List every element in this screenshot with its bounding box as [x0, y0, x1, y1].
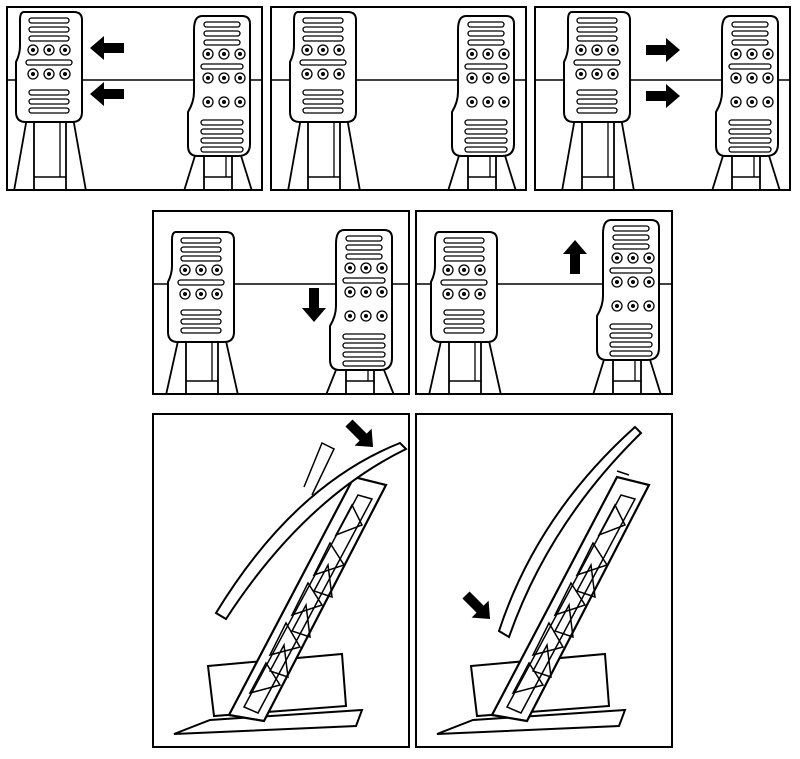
pedal-pad-side — [214, 441, 408, 621]
pedal-pad-wide — [167, 231, 235, 343]
arrow-down-icon — [302, 288, 326, 322]
pedal-front-view — [8, 11, 261, 189]
pedal-pad-tall — [715, 15, 779, 157]
pedal-front-view — [536, 11, 789, 189]
pedal-pad-wide — [563, 11, 631, 123]
pedal-front-view — [154, 229, 408, 393]
panel-pedal-raise — [415, 210, 673, 395]
panel-pedal-lower — [152, 210, 410, 395]
pedal-pad-tall — [596, 219, 660, 361]
panel-pedal-neutral — [270, 6, 527, 191]
panel-pedal-tilt-top — [152, 413, 410, 748]
pedal-pad-side — [497, 425, 643, 639]
pedal-side-view — [436, 425, 651, 735]
pedal-side-view — [173, 419, 408, 735]
arrow-left-icon — [90, 36, 124, 60]
pedal-pad-wide — [430, 231, 498, 343]
arrow-right-icon — [646, 38, 680, 62]
panel-pedal-shift-left — [6, 6, 263, 191]
arrow-left-icon — [90, 82, 124, 106]
arrow-up-icon — [563, 240, 587, 274]
panel-pedal-shift-right — [534, 6, 791, 191]
pedal-pad-wide — [15, 11, 83, 123]
pedal-pad-tall — [187, 15, 251, 157]
panel-pedal-tilt-bottom — [415, 413, 673, 748]
pedal-front-view — [417, 219, 671, 393]
pedal-arm — [490, 475, 651, 723]
pedal-arm — [227, 475, 388, 723]
arrow-down-right-icon — [345, 419, 374, 448]
pedal-front-view — [272, 11, 525, 189]
arrow-right-icon — [646, 84, 680, 108]
pedal-pad-wide — [289, 11, 357, 123]
arrow-down-right-icon — [462, 591, 491, 620]
pedal-pad-tall — [329, 229, 393, 371]
pedal-pad-tall — [451, 15, 515, 157]
